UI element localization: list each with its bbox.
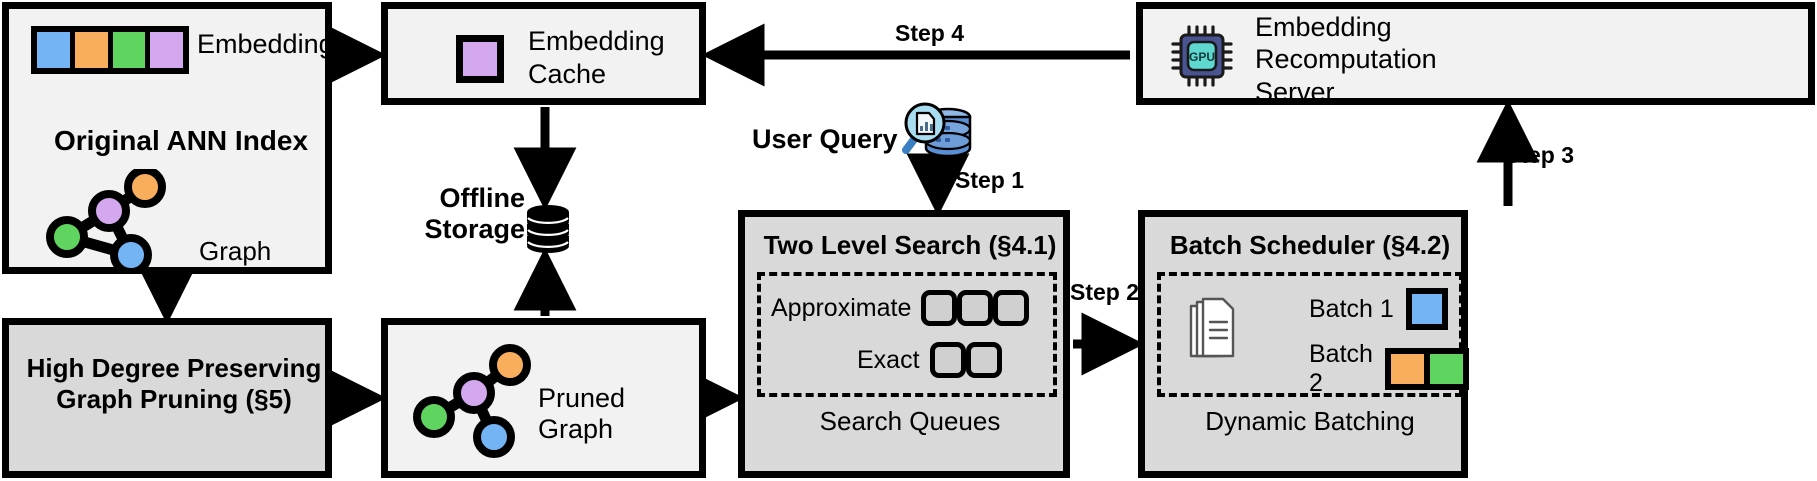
queue-cell — [965, 342, 1002, 378]
step2-label: Step 2 — [1070, 279, 1140, 305]
queue-cell — [921, 290, 958, 326]
batch-1-swatches — [1405, 288, 1448, 330]
graph-pruning-box: High Degree Preserving Graph Pruning (§5… — [2, 318, 332, 478]
queue-cell — [929, 342, 966, 378]
embedding-recomputation-server-box: GPU Embedding Recomputation Server — [1136, 2, 1815, 107]
offline-storage-label: Offline Storage — [424, 183, 525, 245]
embedding-cache-box: Embedding Cache — [381, 2, 706, 105]
graph-pruning-title: High Degree Preserving Graph Pruning (§5… — [26, 353, 322, 415]
documents-icon — [1189, 297, 1235, 358]
batch-label-1: Batch 1 — [1309, 294, 1394, 323]
batch-swatch-green — [1426, 348, 1469, 390]
queue-row-approximate: Approximate — [771, 290, 1030, 326]
database-cylinder-icon — [527, 205, 569, 253]
query-search-database-icon — [902, 102, 972, 158]
original-ann-index-box: Embedding Original ANN Index Graph — [2, 2, 334, 274]
two-level-search-title: Two Level Search (§4.1) — [763, 230, 1057, 260]
batch-2-swatches — [1384, 348, 1469, 390]
pruned-graph-box: Pruned Graph — [381, 318, 706, 478]
pruned-graph-illustration — [413, 344, 531, 458]
embedding-swatch-green — [112, 32, 151, 68]
two-level-search-box: Two Level Search (§4.1) Approximate Exac… — [738, 210, 1070, 478]
queue-row-exact: Exact — [857, 342, 1002, 378]
batch-row-1: Batch 1 — [1309, 288, 1448, 330]
gpu-chip-icon: GPU — [1171, 25, 1233, 87]
batch-scheduler-title: Batch Scheduler (§4.2) — [1169, 230, 1451, 260]
original-ann-index-title: Original ANN Index — [53, 125, 309, 156]
batch-swatch-blue — [1405, 288, 1448, 330]
search-queues-dashed-border: Approximate Exact — [757, 272, 1057, 397]
step1-label: Step 1 — [955, 167, 1025, 193]
user-query-label: User Query — [752, 124, 898, 154]
queue-cells-exact — [929, 342, 1002, 378]
embedding-label: Embedding — [197, 29, 334, 59]
queue-cell — [957, 290, 994, 326]
batch-scheduler-box: Batch Scheduler (§4.2) Batch 1 — [1138, 210, 1469, 478]
queue-cells-approximate — [921, 290, 1030, 326]
step4-label: Step 4 — [895, 20, 965, 46]
embedding-swatch-blue — [37, 32, 75, 68]
queue-label-approximate: Approximate — [771, 293, 912, 322]
queue-label-exact: Exact — [857, 345, 920, 374]
batch-label-2: Batch 2 — [1309, 340, 1373, 397]
step3-label: Step 3 — [1505, 142, 1575, 168]
embedding-vector-swatches — [31, 26, 189, 74]
batch-swatch-orange — [1384, 348, 1427, 390]
queue-cell — [993, 290, 1030, 326]
search-queues-caption: Search Queues — [819, 406, 1001, 436]
dynamic-batching-caption: Dynamic Batching — [1205, 406, 1415, 436]
embedding-swatch-orange — [74, 32, 113, 68]
embedding-cache-title: Embedding Cache — [528, 26, 665, 89]
dynamic-batching-dashed-border: Batch 1 Batch 2 — [1157, 272, 1469, 397]
pruned-graph-label: Pruned Graph — [538, 383, 626, 444]
gpu-icon-label: GPU — [1189, 50, 1215, 64]
graph-label: Graph — [199, 236, 272, 266]
cache-embedding-swatch — [456, 35, 504, 83]
batch-row-2: Batch 2 — [1309, 340, 1469, 398]
embedding-swatch-purple — [150, 32, 183, 68]
recompute-server-title: Embedding Recomputation Server — [1255, 12, 1437, 107]
original-graph-illustration — [46, 169, 166, 274]
